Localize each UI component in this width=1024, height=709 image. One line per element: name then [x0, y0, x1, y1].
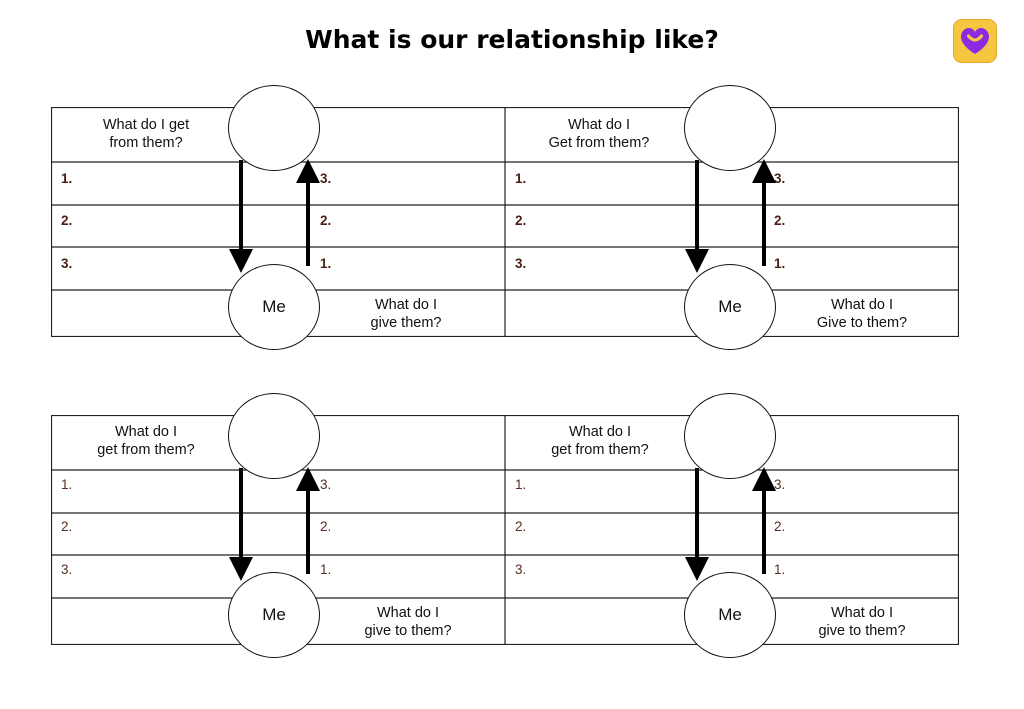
right-num-3: 3.: [320, 171, 332, 186]
me-label: Me: [262, 605, 286, 624]
me-circle: Me: [228, 572, 320, 658]
exchange-arrows: [229, 467, 776, 581]
left-num-2: 2.: [61, 519, 73, 534]
right-num-1: 1.: [320, 562, 332, 577]
relationship-worksheet-bottom: What do I get from them? 1. 2. 3. 3. 2. …: [51, 393, 959, 658]
right-num-3: 3.: [320, 477, 332, 492]
left-num-2: 2.: [515, 213, 527, 228]
heart-icon: [961, 28, 989, 54]
get-from-them-label: What do I get from them?: [97, 424, 195, 458]
right-num-1: 1.: [774, 562, 786, 577]
left-num-3: 3.: [61, 256, 73, 271]
them-circle: [684, 393, 776, 479]
right-num-1: 1.: [320, 256, 332, 271]
me-circle: Me: [228, 264, 320, 350]
me-label: Me: [262, 297, 286, 316]
right-num-3: 3.: [774, 171, 786, 186]
left-num-2: 2.: [61, 213, 73, 228]
right-num-2: 2.: [774, 213, 786, 228]
left-num-1: 1.: [61, 171, 73, 186]
give-to-them-label: What do I give to them?: [364, 605, 452, 639]
them-circle: [684, 85, 776, 171]
left-num-3: 3.: [61, 562, 73, 577]
give-to-them-label: What do I Give to them?: [816, 297, 908, 331]
get-from-them-label: What do I Get from them?: [548, 117, 650, 151]
right-num-2: 2.: [320, 213, 332, 228]
me-label: Me: [718, 605, 742, 624]
right-num-2: 2.: [320, 519, 332, 534]
me-label: Me: [718, 297, 742, 316]
give-them-label: What do I give them?: [370, 297, 442, 331]
worksheet-grid: [51, 107, 959, 337]
left-num-1: 1.: [515, 171, 527, 186]
left-num-3: 3.: [515, 562, 527, 577]
right-num-3: 3.: [774, 477, 786, 492]
them-circle: [228, 85, 320, 171]
get-from-them-label: What do I get from them?: [102, 117, 190, 151]
relationship-worksheet-top: What do I get from them? 1. 2. 3. 3. 2. …: [51, 85, 959, 350]
them-circle: [228, 393, 320, 479]
get-from-them-label: What do I get from them?: [551, 424, 649, 458]
right-num-1: 1.: [774, 256, 786, 271]
app-logo: [953, 19, 997, 63]
left-num-2: 2.: [515, 519, 527, 534]
left-num-3: 3.: [515, 256, 527, 271]
me-circle: Me: [684, 572, 776, 658]
worksheet-grid: [51, 415, 959, 645]
left-num-1: 1.: [515, 477, 527, 492]
right-num-2: 2.: [774, 519, 786, 534]
page-title: What is our relationship like?: [305, 25, 719, 54]
exchange-arrows: [229, 159, 776, 273]
give-to-them-label: What do I give to them?: [818, 605, 906, 639]
left-num-1: 1.: [61, 477, 73, 492]
me-circle: Me: [684, 264, 776, 350]
